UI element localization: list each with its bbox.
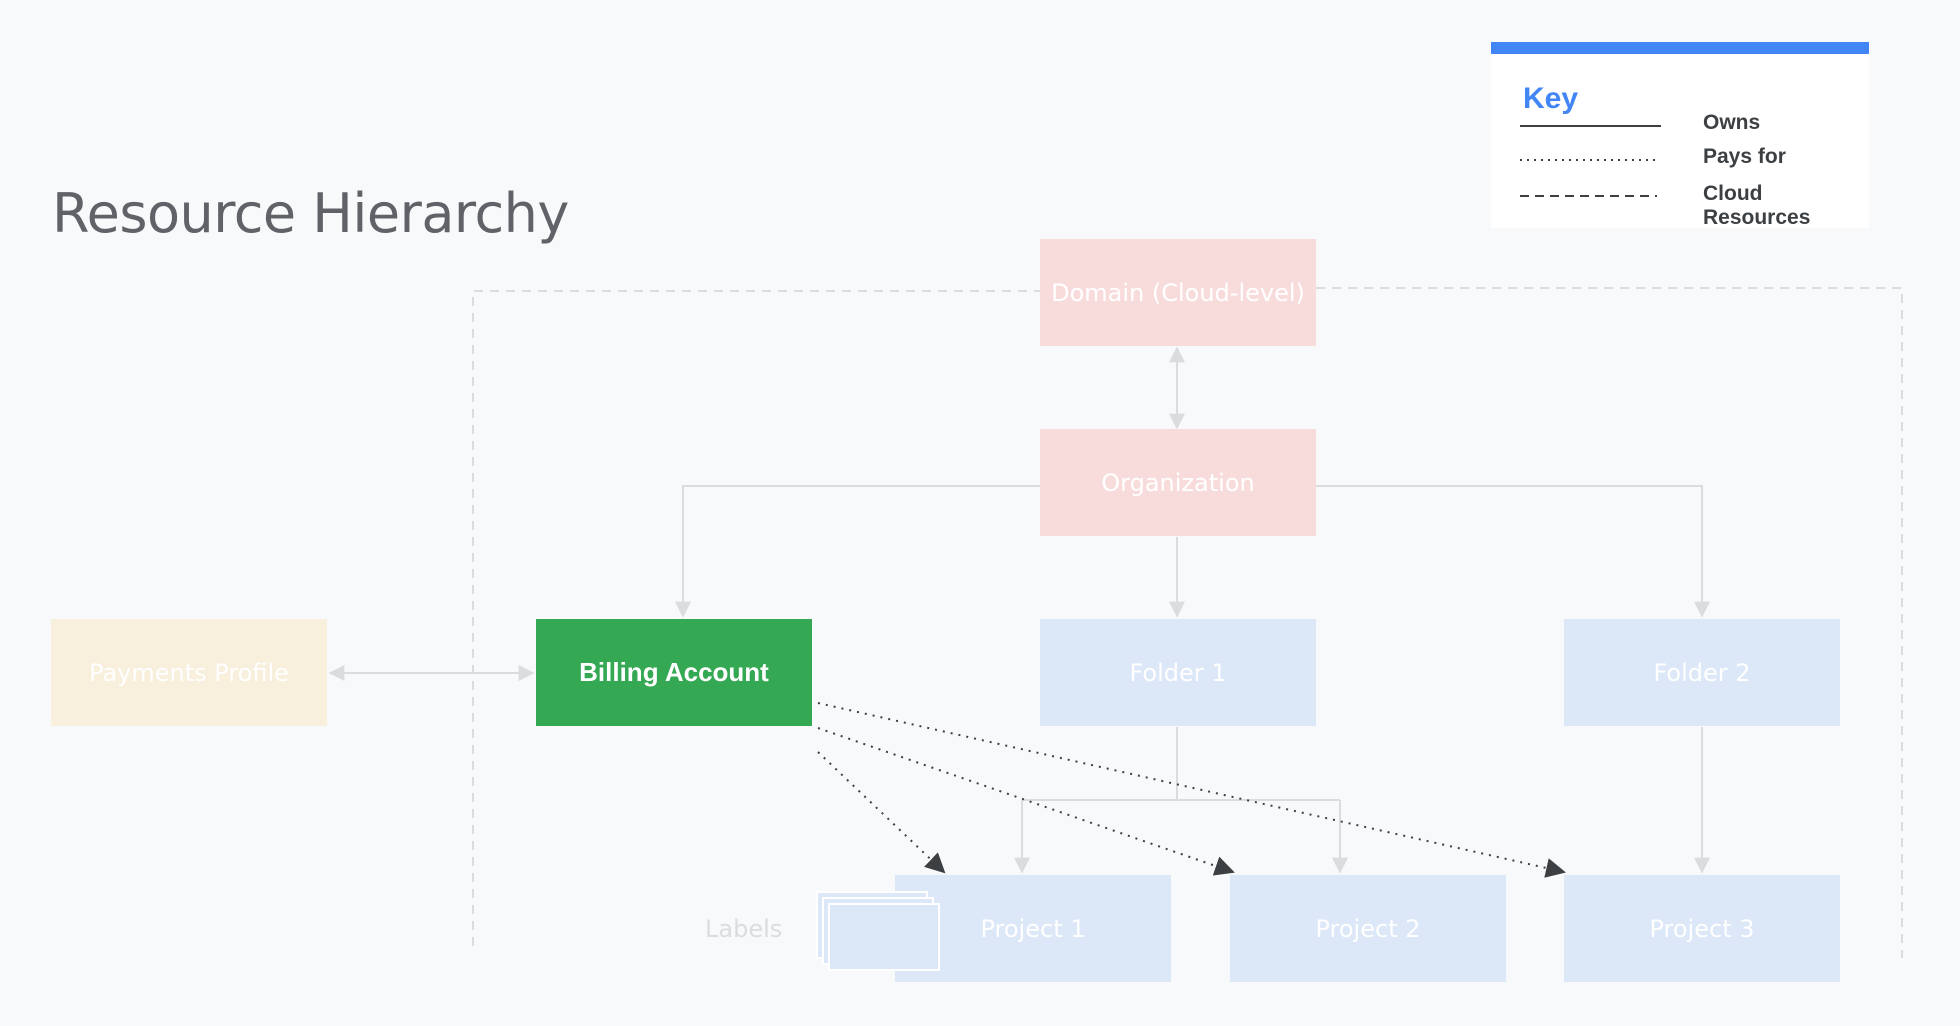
- org-folder2-link: [1316, 485, 1710, 618]
- payments-profile-node-label: Payments Profile: [89, 658, 289, 687]
- org-billing-link: [675, 485, 1040, 618]
- legend-title: Key: [1523, 82, 1579, 115]
- folder1-node-label: Folder 1: [1129, 658, 1227, 687]
- legend-cloud-label: Cloud Resources: [1703, 182, 1811, 229]
- folder1-node[interactable]: Folder 1: [1040, 619, 1316, 726]
- folder1-projects-link: [1022, 727, 1340, 801]
- organization-node-label: Organization: [1101, 468, 1255, 497]
- project2-node-label: Project 2: [1315, 914, 1421, 943]
- billing-account-node[interactable]: Billing Account: [536, 619, 812, 726]
- domain-node[interactable]: Domain (Cloud-level): [1040, 239, 1316, 346]
- billing-account-node-label: Billing Account: [579, 657, 769, 687]
- organization-node[interactable]: Organization: [1040, 429, 1316, 536]
- project3-node[interactable]: Project 3: [1564, 875, 1840, 982]
- legend-owns-label: Owns: [1703, 111, 1761, 134]
- project3-node-label: Project 3: [1649, 914, 1755, 943]
- legend-line-samples: [1520, 125, 1661, 197]
- label-card-front: [828, 903, 940, 971]
- legend-key: Key Owns Pays for Cloud Resources: [1491, 42, 1869, 229]
- legend-accent-bar: [1491, 42, 1869, 54]
- payments-profile-node[interactable]: Payments Profile: [51, 619, 327, 726]
- page-title: Resource Hierarchy: [52, 182, 569, 245]
- cloud-resources-boundary: [472, 287, 1903, 958]
- folder2-node-label: Folder 2: [1653, 658, 1751, 687]
- folder2-node[interactable]: Folder 2: [1564, 619, 1840, 726]
- billing-pays-project3: [817, 702, 1566, 878]
- billing-pays-project2: [817, 727, 1235, 876]
- legend-pays-label: Pays for: [1703, 145, 1786, 168]
- project1-node-label: Project 1: [980, 914, 1086, 943]
- billing-pays-project1: [817, 751, 946, 874]
- project2-node[interactable]: Project 2: [1230, 875, 1506, 982]
- project1-node[interactable]: Project 1: [895, 875, 1171, 982]
- labels-caption: Labels: [705, 915, 783, 943]
- domain-node-label: Domain (Cloud-level): [1051, 278, 1305, 307]
